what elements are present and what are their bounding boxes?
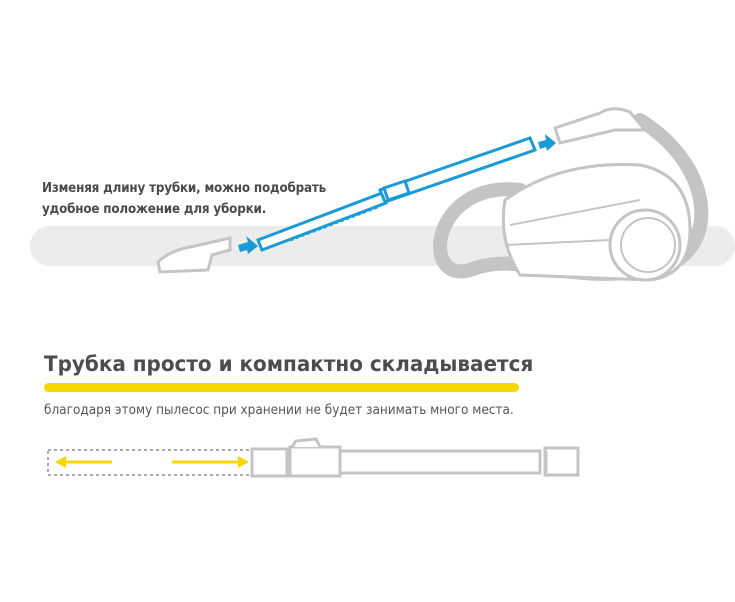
caption-line-2: удобное положение для уборки. xyxy=(42,202,267,217)
tube-length-caption: Изменяя длину трубки, можно подобрать уд… xyxy=(42,178,326,220)
arrow-right-icon xyxy=(538,134,556,151)
section-subtitle: благодаря этому пылесос при хранении не … xyxy=(44,403,514,418)
arrow-right-icon xyxy=(238,236,258,254)
caption-line-1: Изменяя длину трубки, можно подобрать xyxy=(42,181,327,196)
telescopic-tube xyxy=(256,136,537,252)
floor-nozzle xyxy=(156,236,232,274)
title-underline xyxy=(44,383,519,392)
section-title: Трубка просто и компактно складывается xyxy=(44,352,534,376)
vacuum-handle xyxy=(553,107,649,145)
tube-side-view xyxy=(250,437,580,478)
